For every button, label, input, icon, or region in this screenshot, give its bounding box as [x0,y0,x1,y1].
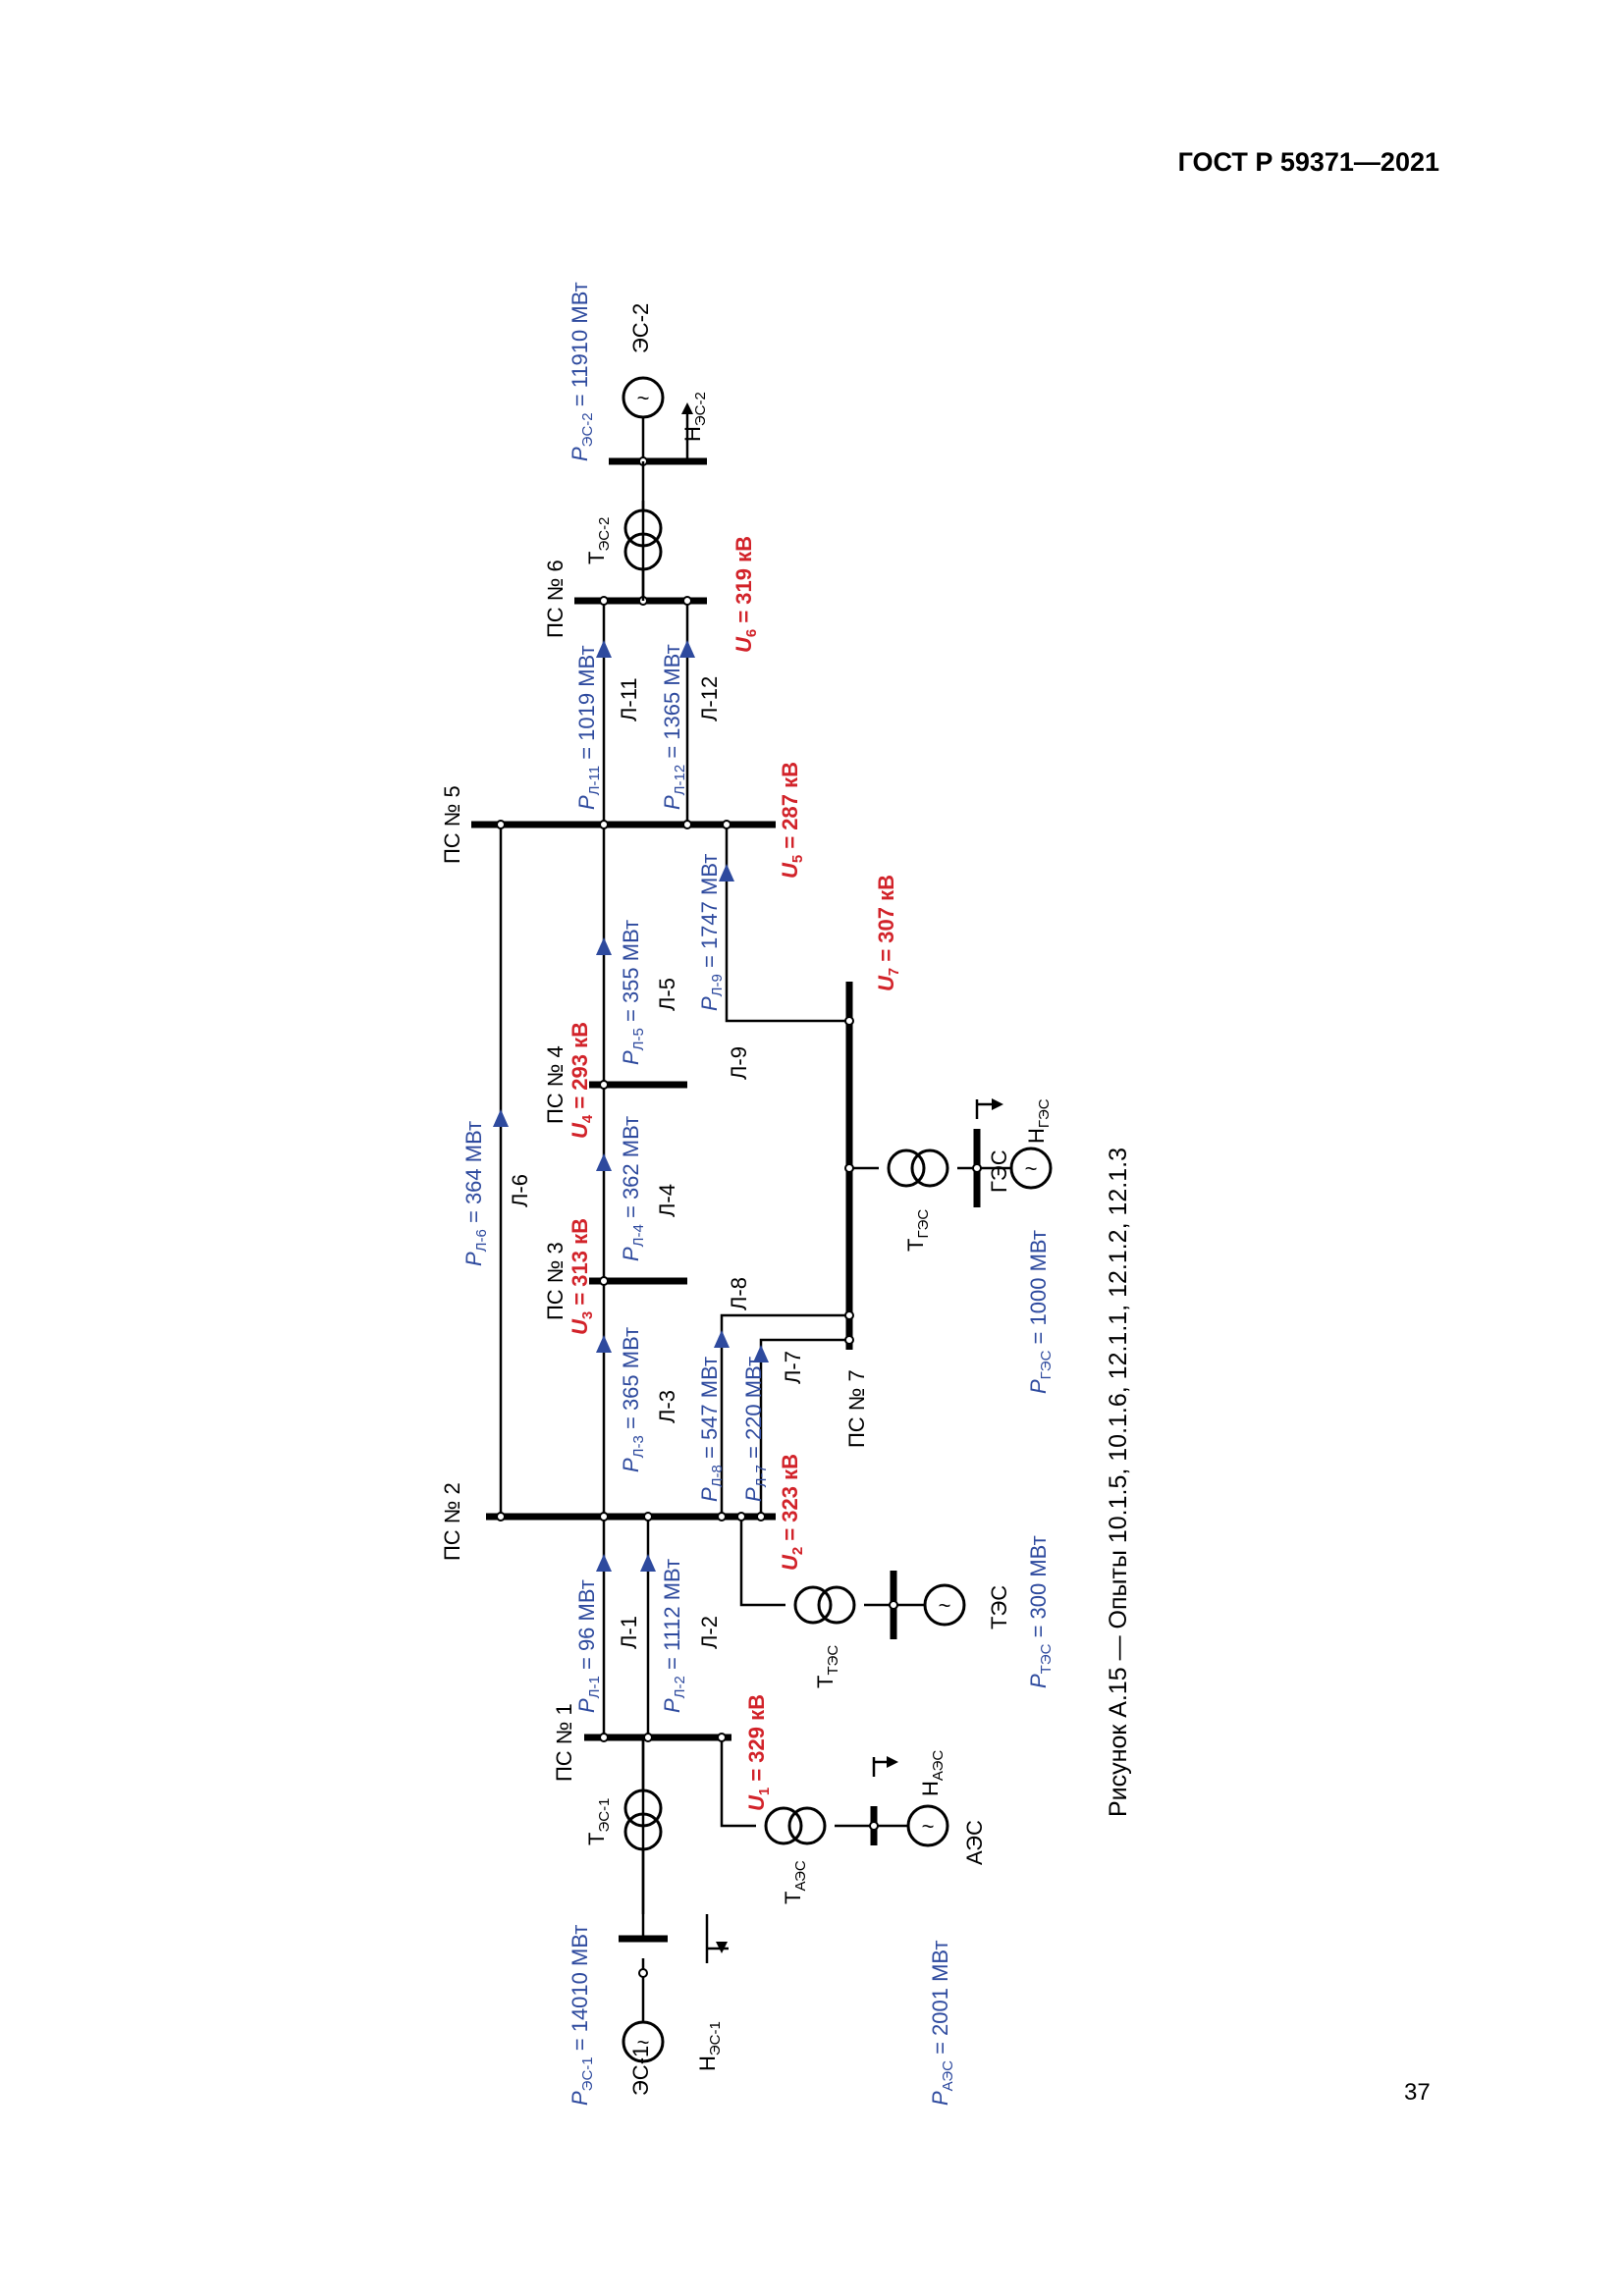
station-labels: ЭС-1 ЭС-2 АЭС ТЭС ГЭС ТЭС-1 ТЭС-2 ТАЭС Т… [584,303,1053,2096]
power-es2: PЭС-2 = 11910 МВт [568,282,596,461]
power-l12: PЛ-12 = 1365 МВт [660,644,688,810]
power-tes: PТЭС = 300 МВт [1026,1535,1055,1688]
label-t-aes: ТАЭС [781,1860,809,1904]
generator-ges [1009,1147,1053,1190]
arrow-l2 [640,1554,656,1572]
arrow-l9 [719,864,734,881]
line-l7 [759,1338,849,1517]
transformer-ges [887,1148,949,1188]
voltage-u5: U5 = 287 кВ [778,762,806,879]
voltage-u7: U7 = 307 кВ [874,875,902,991]
label-ges: ГЭС [987,1149,1011,1193]
label-ps7: ПС № 7 [844,1369,869,1448]
label-ps6: ПС № 6 [543,560,568,638]
flow-arrows [493,402,1003,1953]
generator-aes [906,1804,949,1847]
label-l4: Л-4 [655,1184,679,1217]
voltage-u1: U1 = 329 кВ [744,1694,773,1811]
power-l4: PЛ-4 = 362 МВт [619,1116,647,1261]
power-l6: PЛ-6 = 364 МВт [461,1121,490,1266]
arrow-l6 [493,1109,509,1127]
power-l5: PЛ-5 = 355 МВт [619,920,647,1065]
power-ges: PГЭС = 1000 МВт [1026,1230,1055,1394]
arrow-l12 [679,640,695,658]
arrow-load-ges [992,1098,1003,1110]
document-header: ГОСТ Р 59371—2021 [1177,147,1439,177]
arrow-l8 [714,1330,730,1348]
power-es1: PЭС-1 = 14010 МВт [568,1925,596,2106]
label-h-aes: НАЭС [918,1750,947,1796]
voltage-u3: U3 = 313 кВ [568,1218,596,1335]
label-tes: ТЭС [987,1585,1011,1629]
generator-es1-symbol: ~ [637,2030,650,2055]
generator-es1 [622,2020,665,2063]
arrow-l1 [596,1554,612,1572]
arrow-load-aes [887,1756,898,1768]
lines [499,422,1011,2022]
line-labels: Л-1 Л-2 Л-3 Л-4 Л-5 Л-6 Л-7 Л-8 Л-9 Л-11… [508,676,805,1649]
power-l7: PЛ-7 = 220 МВт [741,1357,770,1502]
power-l1: PЛ-1 = 96 МВт [574,1579,603,1713]
label-l6: Л-6 [508,1174,532,1207]
label-l11: Л-11 [617,677,641,721]
voltage-u4: U4 = 293 кВ [568,1022,596,1139]
voltage-u2: U2 = 323 кВ [778,1454,806,1571]
label-h-ges: НГЭС [1024,1098,1053,1144]
arrow-load-es1 [716,1942,728,1953]
generator-tes-symbol: ~ [939,1593,951,1618]
label-l1: Л-1 [617,1616,641,1649]
label-es1: ЭС-1 [628,2046,653,2096]
label-t-es1: ТЭС-1 [584,1798,613,1845]
arrow-l7 [753,1345,769,1362]
label-aes: АЭС [962,1820,987,1865]
arrow-load-es2 [681,402,693,414]
label-t-tes: ТТЭС [813,1645,841,1688]
label-l7: Л-7 [781,1351,805,1384]
label-l9: Л-9 [727,1046,751,1080]
line-l8 [720,1313,849,1517]
power-labels: PЭС-1 = 14010 МВт PЭС-2 = 11910 МВт PАЭС… [461,282,1055,2106]
figure-caption: Рисунок А.15 — Опыты 10.1.5, 10.1.6, 12.… [1105,1148,1132,1817]
label-l12: Л-12 [697,676,722,721]
arrow-l4 [596,1153,612,1171]
power-l2: PЛ-2 = 1112 МВт [660,1559,688,1713]
power-aes: PАЭС = 2001 МВт [928,1941,956,2106]
power-l3: PЛ-3 = 365 МВт [619,1327,647,1472]
generators: ~ ~ ~ ~ ~ [622,376,1053,2063]
label-l2: Л-2 [697,1616,722,1649]
label-ps3: ПС № 3 [543,1242,568,1320]
generator-es2-symbol: ~ [637,386,650,410]
voltage-u6: U6 = 319 кВ [731,536,760,653]
buses [471,457,981,1943]
label-l5: Л-5 [655,978,679,1011]
label-l3: Л-3 [655,1390,679,1423]
transformers [623,461,949,1914]
transformer-aes [764,1806,827,1845]
substation-labels: ПС № 1 ПС № 2 ПС № 3 ПС № 4 ПС № 5 ПС № … [440,560,869,1782]
transformer-tes [793,1585,856,1625]
nodes [496,456,982,1978]
label-t-ges: ТГЭС [903,1209,932,1252]
label-ps5: ПС № 5 [440,785,464,864]
voltage-labels: U1 = 329 кВ U2 = 323 кВ U3 = 313 кВ U4 =… [568,536,902,1811]
label-h-es2: НЭС-2 [680,392,709,442]
label-t-es2: ТЭС-2 [584,517,613,564]
label-es2: ЭС-2 [628,303,653,353]
arrow-l5 [596,937,612,955]
label-ps4: ПС № 4 [543,1045,568,1124]
line-l9 [725,825,849,1023]
label-ps1: ПС № 1 [552,1703,576,1782]
power-l11: PЛ-11 = 1019 МВт [574,645,603,810]
power-l9: PЛ-9 = 1747 МВт [697,854,726,1011]
label-h-es1: НЭС-1 [695,2021,724,2071]
generator-ges-symbol: ~ [1025,1156,1038,1181]
arrow-l11 [596,640,612,658]
arrow-l3 [596,1335,612,1353]
generator-aes-symbol: ~ [922,1814,935,1839]
page-number: 37 [1404,2079,1431,2106]
label-ps2: ПС № 2 [440,1482,464,1561]
label-l8: Л-8 [727,1277,751,1310]
power-l8: PЛ-8 = 547 МВт [697,1357,726,1502]
